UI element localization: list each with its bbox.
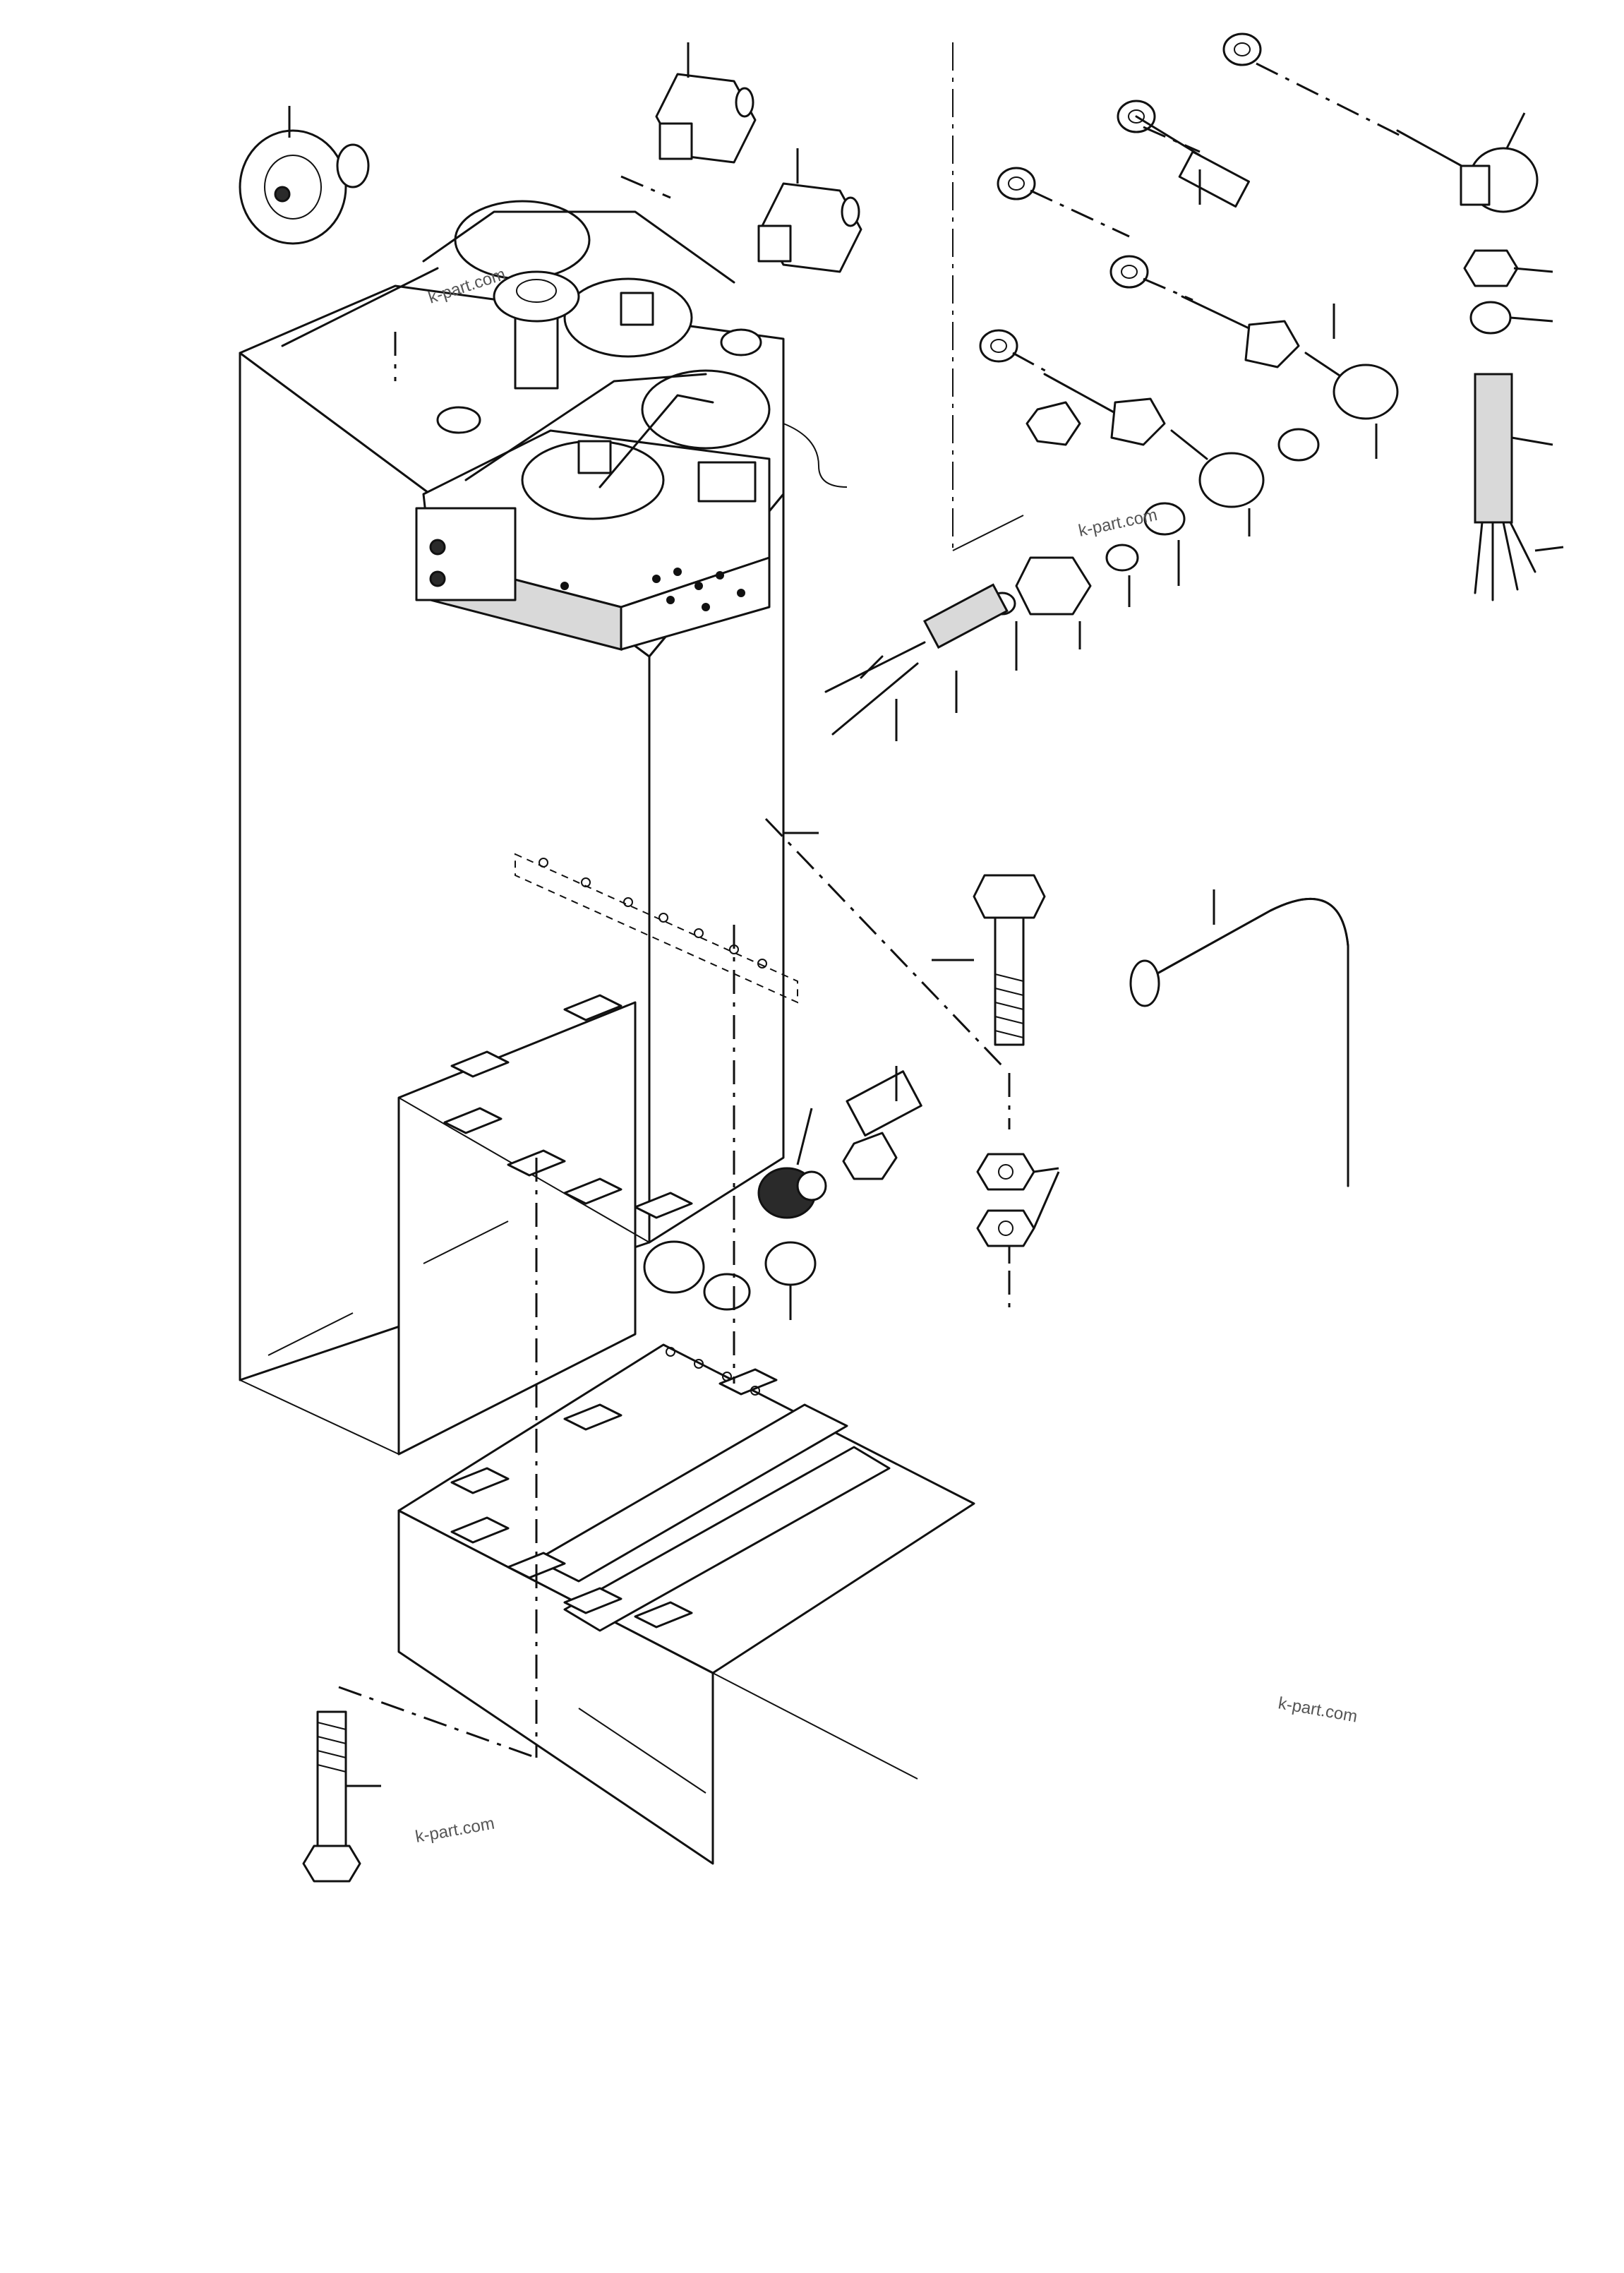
washer-1 bbox=[997, 167, 1036, 200]
sensor-washer bbox=[1222, 32, 1262, 66]
solenoid-port bbox=[429, 539, 446, 556]
compression-nut bbox=[1015, 556, 1092, 616]
probe-3-head bbox=[1198, 452, 1265, 508]
cap-stem bbox=[514, 309, 559, 390]
platform-edge bbox=[712, 1672, 918, 1780]
probe-3-nut bbox=[1110, 397, 1166, 446]
terminal-box-2 bbox=[577, 440, 612, 474]
middle-plate bbox=[515, 853, 798, 1004]
sensor-nut bbox=[1463, 249, 1519, 287]
nut-upper bbox=[976, 1153, 1035, 1191]
probe-2-nut bbox=[1244, 320, 1300, 368]
valve-port-dots bbox=[560, 568, 745, 611]
round-plug bbox=[436, 406, 481, 434]
watermark-middle: k-part.com bbox=[1077, 505, 1159, 541]
hex-nut-side bbox=[1025, 401, 1081, 446]
gauge-body bbox=[239, 129, 347, 245]
base-platform-rail bbox=[535, 1403, 848, 1583]
main-tank-assembly[interactable] bbox=[239, 200, 785, 1456]
pressure-switch-2[interactable] bbox=[757, 182, 862, 273]
tank-mid-line bbox=[423, 1221, 509, 1264]
hose-connector[interactable] bbox=[643, 1070, 922, 1311]
hex-bolt-lower[interactable] bbox=[302, 1710, 361, 1883]
gauge-face bbox=[264, 155, 322, 220]
assembly-dash-lines bbox=[338, 62, 1405, 1759]
bolt-lower-thread bbox=[317, 1722, 347, 1773]
solenoid-port-2 bbox=[429, 570, 446, 587]
background-panel bbox=[783, 42, 1024, 551]
sensor-wires bbox=[1474, 521, 1536, 601]
pipe-loop-top bbox=[422, 210, 735, 284]
cable-wires bbox=[824, 641, 926, 736]
tank-bottom-line bbox=[267, 1312, 354, 1356]
probe-fittings[interactable] bbox=[824, 115, 1399, 736]
coupling-cap bbox=[764, 1241, 817, 1286]
switch-2-port bbox=[841, 196, 860, 227]
switch-1-nipple bbox=[658, 122, 693, 160]
switch-1-port bbox=[735, 87, 754, 118]
gauge-dot bbox=[274, 186, 291, 203]
sensor-ring bbox=[1469, 301, 1512, 335]
gland-nut-2 bbox=[1143, 502, 1186, 536]
diaphragm-housing-4 bbox=[641, 369, 771, 450]
solenoid-block bbox=[415, 507, 517, 601]
watermark-bottom: k-part.com bbox=[414, 1814, 495, 1847]
lever-arm bbox=[599, 394, 714, 488]
nut-lower bbox=[976, 1209, 1035, 1247]
drain-plug bbox=[643, 1240, 705, 1294]
tank-lower-box bbox=[397, 1001, 637, 1456]
bent-hose[interactable] bbox=[1129, 897, 1349, 1187]
probe-3-tube bbox=[1170, 429, 1208, 460]
platform-edge-2 bbox=[578, 1708, 706, 1794]
platform-holes bbox=[666, 1347, 760, 1396]
leader-lines bbox=[288, 42, 1564, 1787]
ferrule bbox=[1105, 544, 1139, 572]
probe-1-body bbox=[1178, 150, 1250, 208]
hex-bolt-upper[interactable] bbox=[973, 874, 1046, 1046]
small-plug bbox=[720, 328, 762, 356]
nuts-pair[interactable] bbox=[976, 1153, 1035, 1247]
bolt-upper-shank bbox=[994, 916, 1025, 1046]
connector-nut bbox=[842, 1132, 898, 1180]
gauge-stem bbox=[336, 143, 370, 188]
probe-3-shaft bbox=[1043, 373, 1117, 414]
switch-2-nipple bbox=[757, 224, 792, 263]
pressure-switch-1[interactable] bbox=[655, 73, 757, 164]
bolt-upper-head bbox=[973, 874, 1046, 919]
top-cap-inner bbox=[516, 279, 557, 303]
pressure-gauge-knob[interactable] bbox=[239, 129, 370, 245]
hose-end bbox=[1129, 959, 1160, 1007]
watermark-right: k-part.com bbox=[1277, 1693, 1359, 1726]
probe-2-shaft bbox=[1181, 295, 1258, 333]
connector-body bbox=[846, 1070, 922, 1137]
base-platform-rail-2 bbox=[563, 1446, 891, 1632]
sensor-probe bbox=[1396, 129, 1469, 171]
pipe-left bbox=[281, 267, 439, 347]
probe-2-head bbox=[1333, 364, 1399, 420]
probe-1-shaft bbox=[1135, 115, 1201, 157]
gland-nut-1 bbox=[1277, 428, 1320, 462]
cable-sleeve bbox=[922, 583, 1009, 649]
plate-holes bbox=[539, 858, 767, 968]
tank-bottom-edge bbox=[239, 1379, 399, 1455]
washer-set[interactable] bbox=[979, 100, 1156, 446]
washer-4 bbox=[979, 329, 1018, 363]
mounting-pads-lower bbox=[450, 1368, 778, 1629]
temperature-sensor-assembly[interactable] bbox=[1222, 32, 1539, 601]
terminal-box-1 bbox=[620, 292, 654, 326]
top-cap bbox=[493, 270, 580, 323]
bolt-lower-head bbox=[302, 1845, 361, 1883]
terminal-box-3 bbox=[697, 461, 757, 503]
drain-nut bbox=[703, 1273, 751, 1311]
sensor-neck bbox=[1460, 164, 1491, 206]
washer-3 bbox=[1109, 255, 1149, 289]
bolt-upper-thread bbox=[994, 973, 1024, 1038]
pipe-mid bbox=[464, 373, 707, 481]
bolt-lower-shank bbox=[316, 1710, 347, 1847]
sensor-cable-sleeve bbox=[1474, 373, 1513, 524]
mounting-plates[interactable] bbox=[397, 853, 975, 1865]
coupling-port bbox=[796, 1170, 827, 1201]
